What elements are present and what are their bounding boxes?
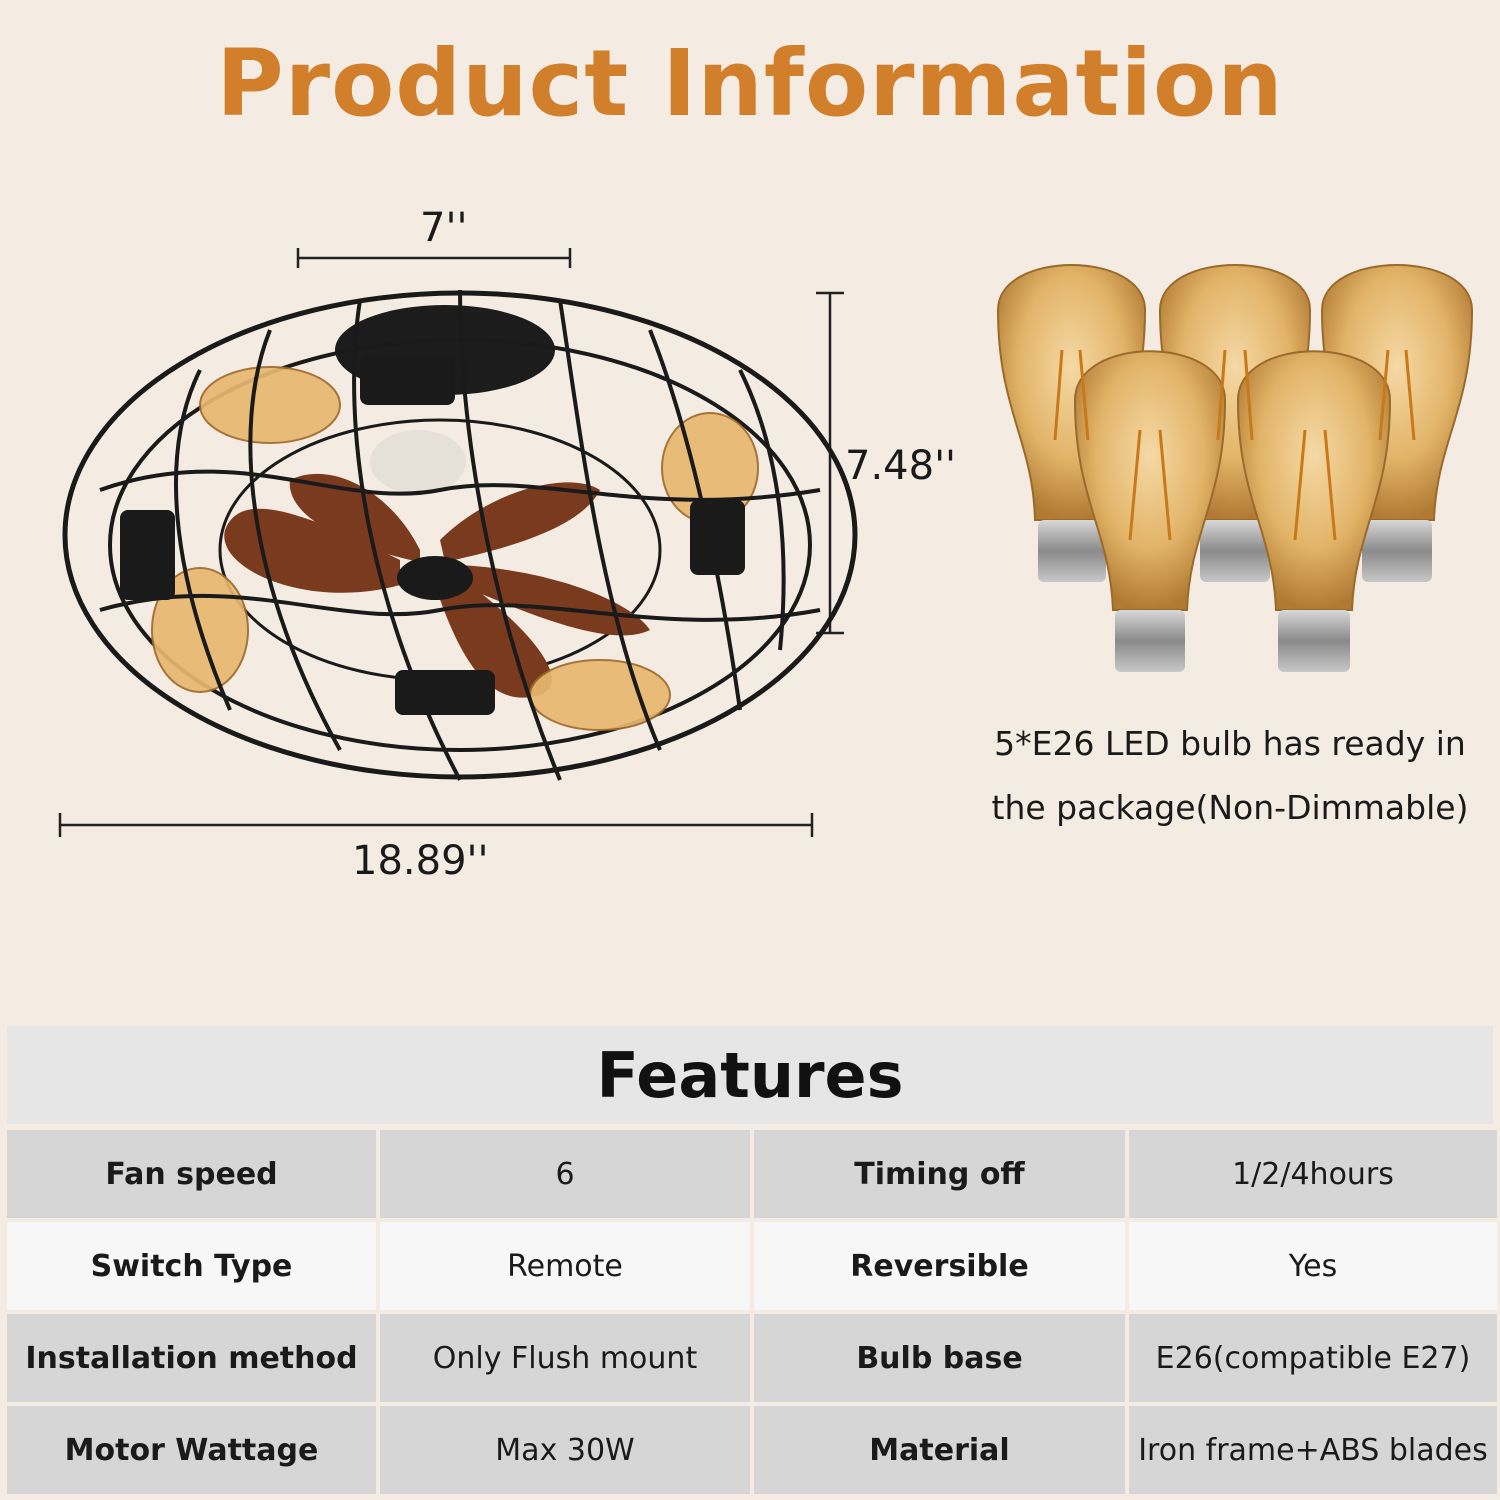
table-key: Installation method: [7, 1314, 376, 1402]
table-value: Yes: [1129, 1222, 1497, 1310]
features-header: Features: [7, 1026, 1493, 1124]
bulbs-illustration: [980, 240, 1490, 680]
table-value: Max 30W: [380, 1406, 750, 1494]
bulb-caption-line1: 5*E26 LED bulb has ready in: [994, 724, 1466, 763]
bulb-caption-line2: the package(Non-Dimmable): [991, 788, 1469, 827]
features-table: Fan speed 6 Timing off 1/2/4hours Switch…: [7, 1130, 1497, 1494]
height-label: 7.48'': [845, 443, 957, 489]
table-key: Reversible: [754, 1222, 1125, 1310]
bulb-caption: 5*E26 LED bulb has ready in the package(…: [970, 712, 1490, 840]
table-key: Material: [754, 1406, 1125, 1494]
table-value: Iron frame+ABS blades: [1129, 1406, 1497, 1494]
features-title: Features: [596, 1038, 904, 1112]
table-key: Bulb base: [754, 1314, 1125, 1402]
table-value: Only Flush mount: [380, 1314, 750, 1402]
table-value: 1/2/4hours: [1129, 1130, 1497, 1218]
page-title: Product Information: [216, 30, 1284, 137]
table-key: Switch Type: [7, 1222, 376, 1310]
diameter-label: 18.89'': [352, 838, 489, 884]
table-key: Motor Wattage: [7, 1406, 376, 1494]
table-key: Timing off: [754, 1130, 1125, 1218]
top-width-label: 7'': [420, 205, 468, 251]
table-value: Remote: [380, 1222, 750, 1310]
table-value: 6: [380, 1130, 750, 1218]
fan-illustration: [40, 190, 960, 910]
table-value: E26(compatible E27): [1129, 1314, 1497, 1402]
table-key: Fan speed: [7, 1130, 376, 1218]
